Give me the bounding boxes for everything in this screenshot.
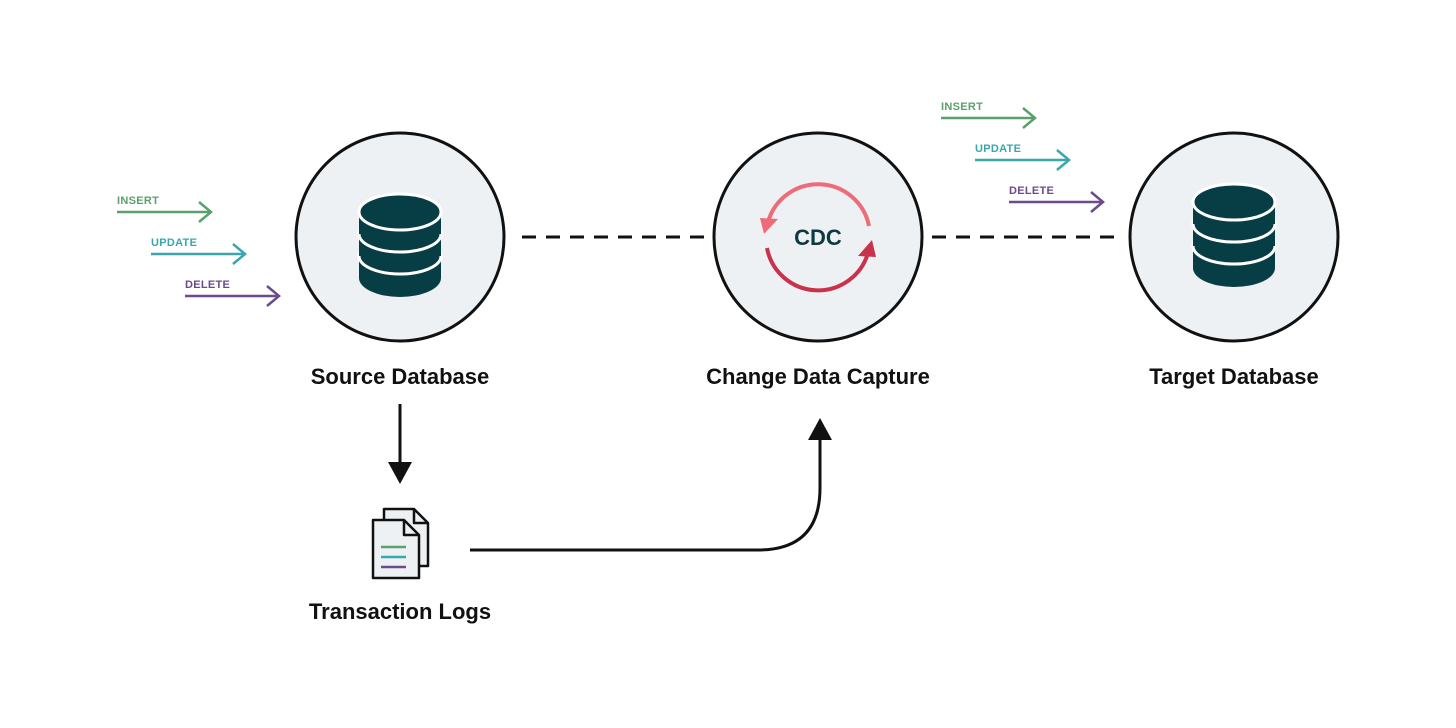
cycle-arrows-icon <box>760 182 876 293</box>
source-delete-label: DELETE <box>185 279 230 291</box>
target-delete-op: DELETE <box>1009 185 1105 213</box>
target-ops: INSERT UPDATE DELETE <box>941 101 1105 213</box>
source-insert-label: INSERT <box>117 195 159 207</box>
cdc-node: CDC <box>712 131 924 343</box>
target-insert-label: INSERT <box>941 101 983 113</box>
source-update-op: UPDATE <box>151 237 247 265</box>
source-ops: INSERT UPDATE DELETE <box>117 195 281 307</box>
target-delete-label: DELETE <box>1009 185 1054 197</box>
logs-to-cdc-arrow <box>470 418 832 552</box>
transaction-logs-label: Transaction Logs <box>309 599 491 624</box>
target-database-node <box>1128 131 1340 343</box>
cdc-badge-text: CDC <box>794 225 842 250</box>
source-delete-op: DELETE <box>185 279 281 307</box>
cdc-label: Change Data Capture <box>706 364 930 389</box>
database-icon <box>1191 182 1277 287</box>
target-update-label: UPDATE <box>975 143 1021 155</box>
database-icon <box>357 192 443 297</box>
documents-icon <box>371 507 430 580</box>
source-update-label: UPDATE <box>151 237 197 249</box>
source-to-logs-arrow <box>388 404 412 484</box>
source-database-label: Source Database <box>311 364 490 389</box>
target-database-label: Target Database <box>1149 364 1319 389</box>
target-update-op: UPDATE <box>975 143 1071 171</box>
target-insert-op: INSERT <box>941 101 1037 129</box>
source-database-node <box>294 131 506 343</box>
source-insert-op: INSERT <box>117 195 213 223</box>
